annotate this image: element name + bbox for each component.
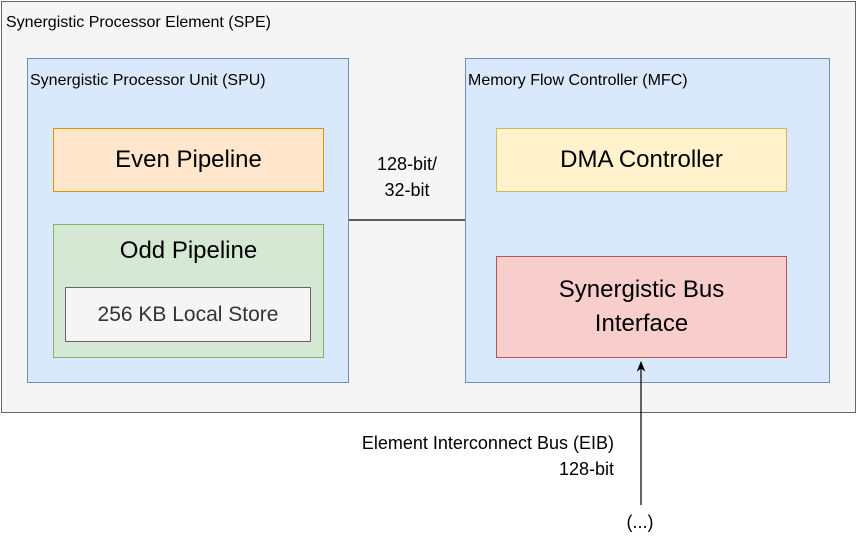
even-pipeline-label: Even Pipeline xyxy=(115,146,262,173)
link-width-label: 128-bit/ 32-bit xyxy=(355,151,459,203)
link-width-line1: 128-bit/ xyxy=(376,154,438,174)
even-pipeline-box: Even Pipeline xyxy=(53,128,324,192)
mfc-label: Memory Flow Controller (MFC) xyxy=(468,72,688,89)
local-store-label: 256 KB Local Store xyxy=(97,302,279,326)
bus-interface-label-line2: Interface xyxy=(594,310,689,337)
spe-label: Synergistic Processor Element (SPE) xyxy=(6,14,271,31)
synergistic-bus-interface-box: Synergistic Bus Interface xyxy=(496,256,787,358)
continuation-label: (...) xyxy=(626,512,654,532)
eib-label: Element Interconnect Bus (EIB) 128-bit xyxy=(280,430,614,482)
dma-controller-box: DMA Controller xyxy=(496,128,787,192)
local-store-box: 256 KB Local Store xyxy=(65,287,311,342)
spu-label: Synergistic Processor Unit (SPU) xyxy=(30,72,266,89)
link-width-line2: 32-bit xyxy=(384,180,430,200)
dma-controller-label: DMA Controller xyxy=(560,146,723,173)
bus-interface-label-line1: Synergistic Bus xyxy=(558,276,725,303)
eib-label-line1: Element Interconnect Bus (EIB) xyxy=(361,433,614,453)
odd-pipeline-label: Odd Pipeline xyxy=(119,237,258,264)
eib-label-line2: 128-bit xyxy=(558,459,614,479)
